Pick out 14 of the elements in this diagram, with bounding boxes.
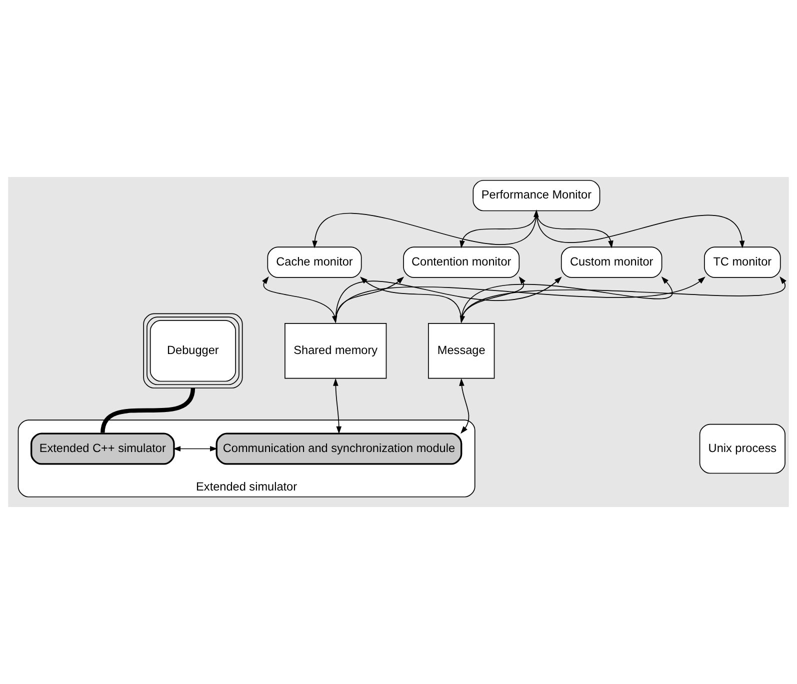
arrow <box>459 378 470 434</box>
node-box: Cache monitor <box>267 246 362 278</box>
node-box: Performance Monitor <box>472 180 600 212</box>
node-box: Communication and synchronization module <box>216 432 462 465</box>
node-box: Unix process <box>699 424 786 474</box>
arrow <box>333 378 342 434</box>
arrow <box>172 446 218 452</box>
node-box: TC monitor <box>704 246 781 278</box>
node-box: Message <box>428 323 495 379</box>
node-box: Debugger <box>143 313 243 388</box>
node-box: Extended C++ simulator <box>30 432 175 465</box>
node-box: Custom monitor <box>560 246 662 278</box>
node-box: Shared memory <box>284 323 387 379</box>
node-box: Contention monitor <box>403 246 520 278</box>
